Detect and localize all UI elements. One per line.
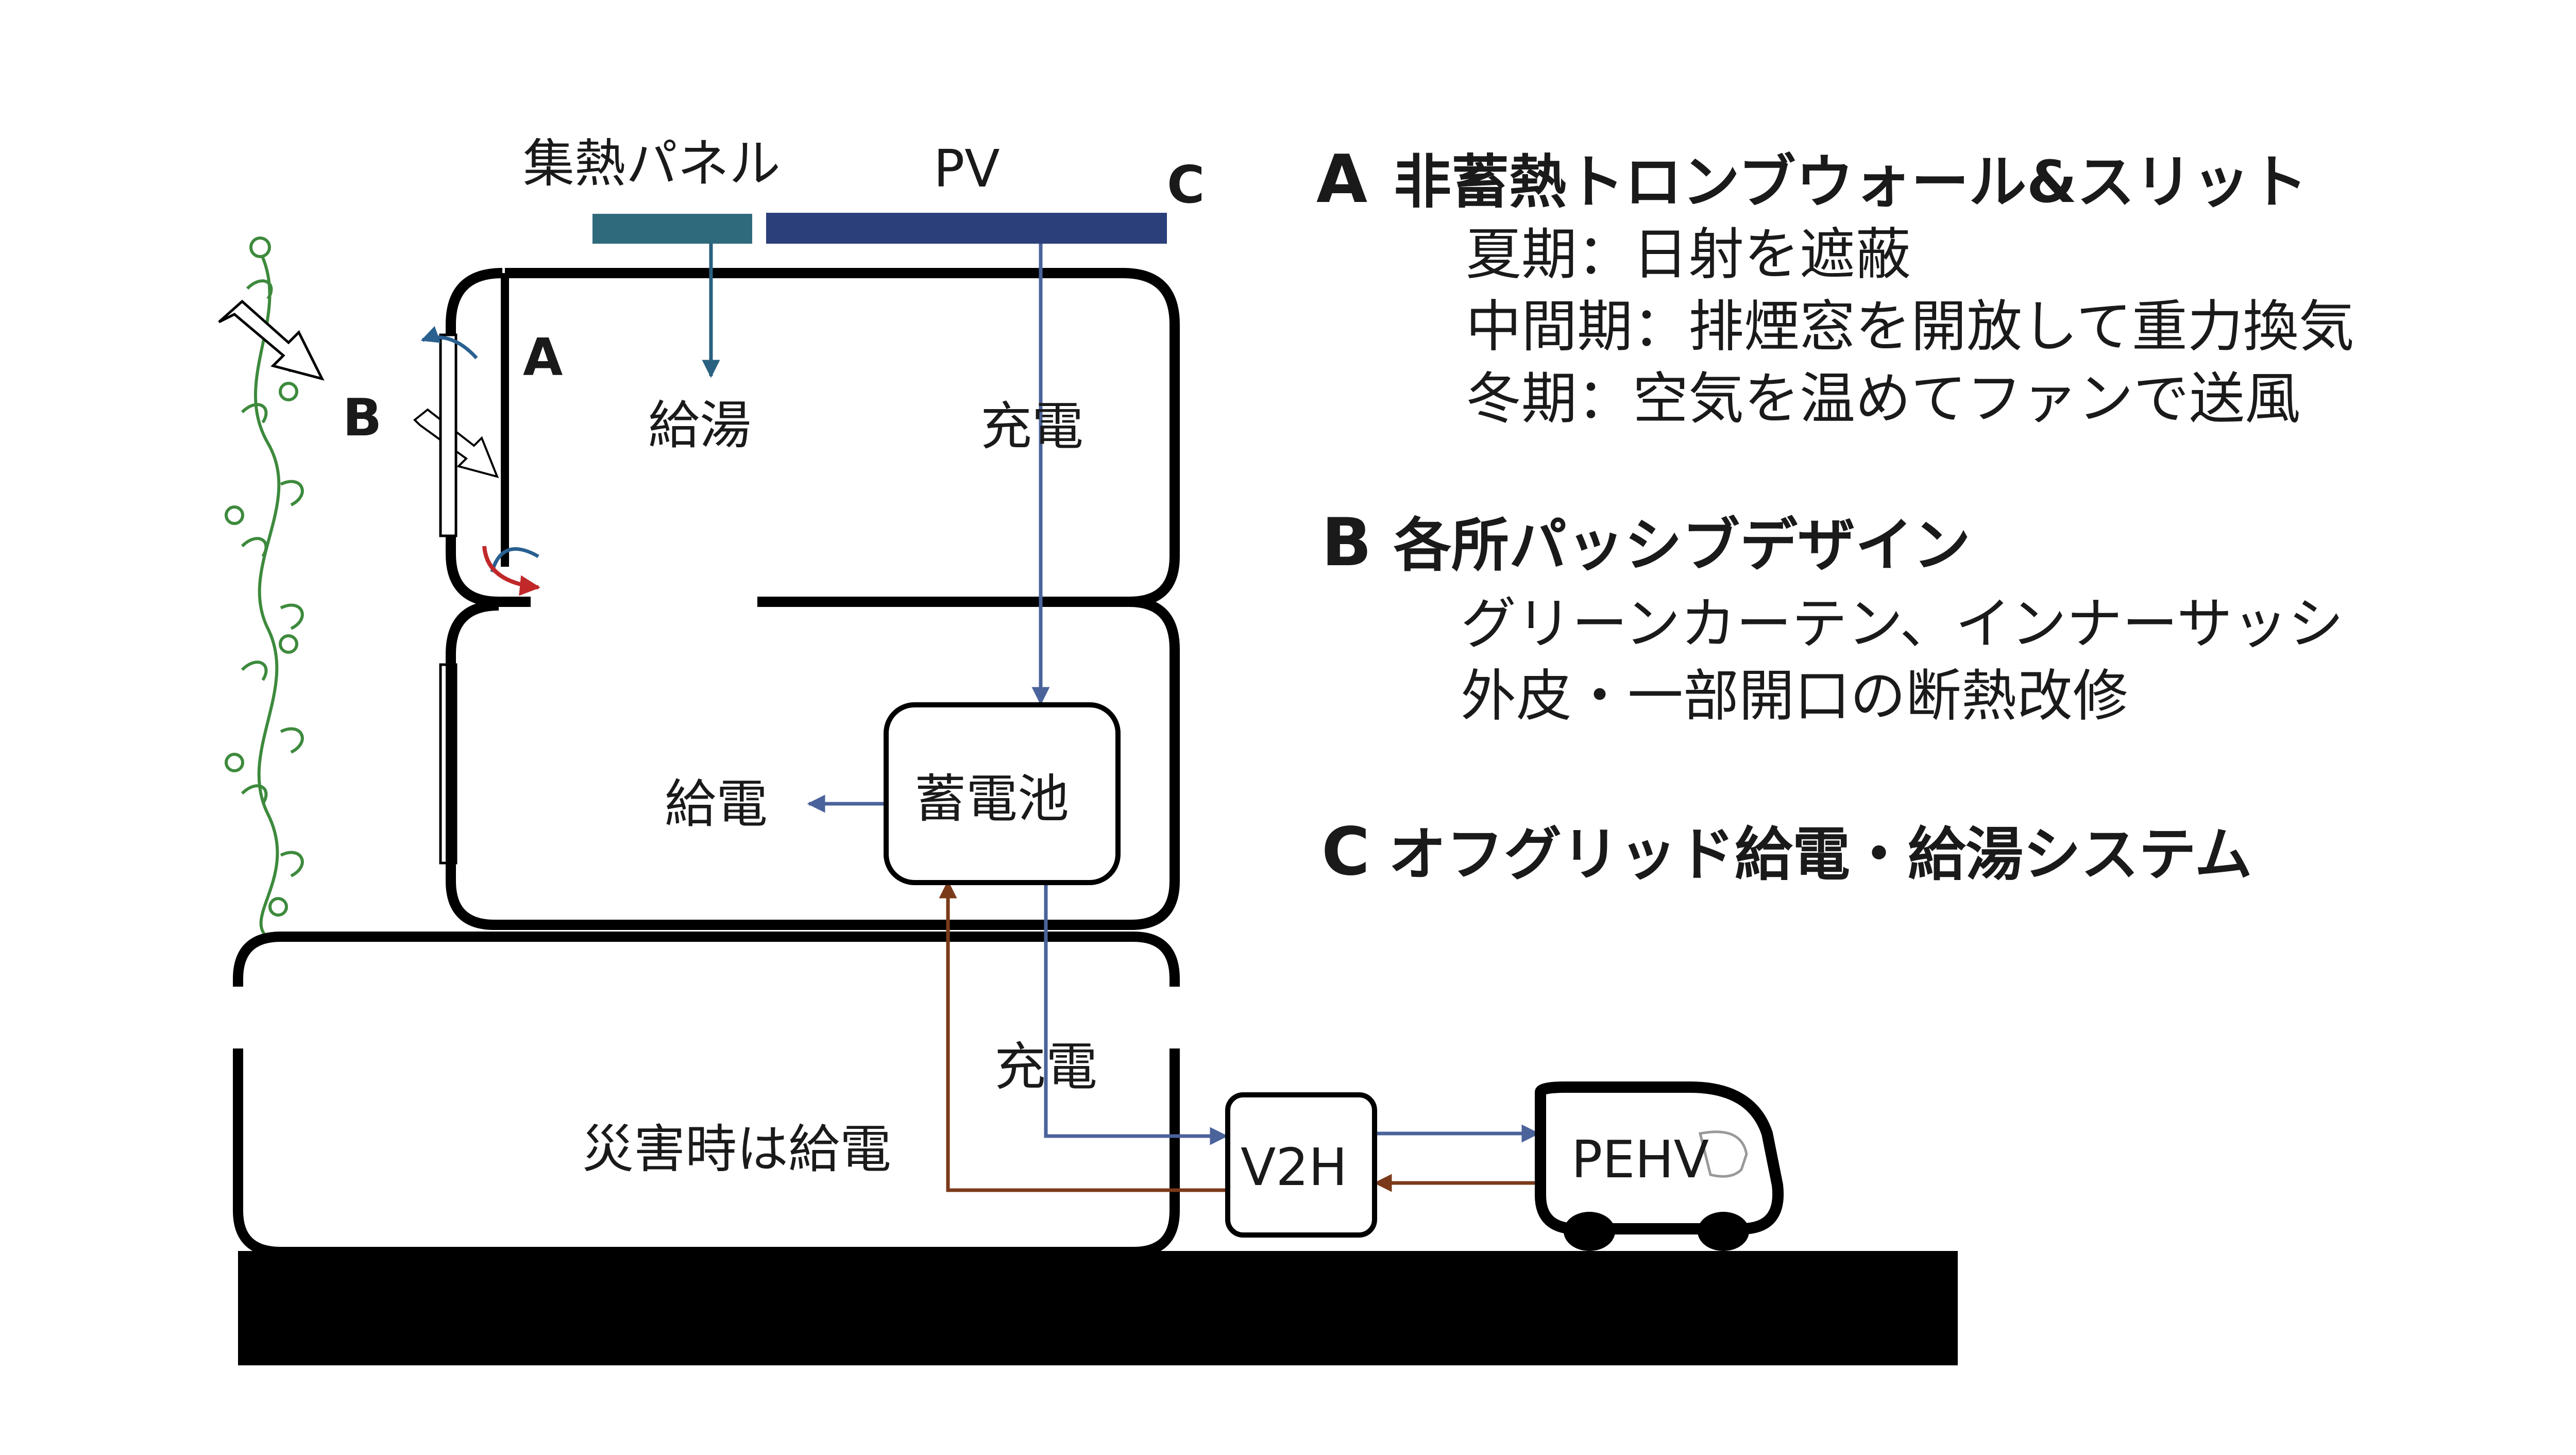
vehicle-label: PEHV: [1571, 1129, 1709, 1190]
battery-label: 蓄電池: [914, 769, 1069, 829]
battery-box: [884, 702, 1121, 885]
ground-bar: [238, 1251, 1958, 1365]
building-middle-floor: [446, 597, 1180, 930]
hot-water-label: 給湯: [648, 395, 751, 455]
window-upper: [439, 333, 457, 537]
charge-label-bottom: 充電: [994, 1037, 1097, 1097]
vehicle: [1535, 1081, 1784, 1251]
legend-b-letter: B: [1321, 504, 1372, 581]
legend-b-title: 各所パッシブデザイン: [1394, 512, 1971, 579]
disaster-supply-label: 災害時は給電: [582, 1119, 891, 1179]
legend-a-line: 夏期：日射を遮蔽: [1466, 223, 1911, 287]
v2h-box: [1225, 1092, 1377, 1238]
pv-panel: [766, 213, 1167, 244]
sunlight-arrow-outer: [218, 299, 325, 381]
solar-thermal-collector: [592, 214, 752, 244]
marker-b: B: [343, 387, 382, 448]
power-supply-label: 給電: [665, 774, 768, 834]
legend-a-title: 非蓄熱トロンブウォール&スリット: [1394, 149, 2308, 216]
legend-a-line: 冬期：空気を温めてファンで送風: [1466, 367, 2301, 431]
legend-c-title: オフグリッド給電・給湯システム: [1388, 821, 2252, 888]
vent-flow-warm: [482, 546, 540, 596]
legend-a-letter: A: [1316, 141, 1368, 218]
legend-b-line: グリーンカーテン、インナーサッシ: [1461, 592, 2344, 656]
building-lower-floor: [233, 932, 1180, 1257]
collector-label: 集熱パネル: [523, 133, 781, 194]
legend-a-line: 中間期：排煙窓を開放して重力換気: [1466, 295, 2354, 359]
battery-to-v2h-arrow: [1044, 885, 1228, 1145]
v2h-to-battery-arrow: [939, 880, 1226, 1192]
charge-label-top: 充電: [980, 396, 1083, 456]
vent-flow-cool: [490, 547, 539, 572]
v2h-label: V2H: [1241, 1137, 1347, 1197]
legend-c-letter: C: [1321, 814, 1370, 890]
legend-b-line: 外皮・一部開口の断熱改修: [1461, 664, 2129, 729]
marker-a: A: [523, 327, 563, 387]
pv-label: PV: [934, 139, 1000, 199]
vent-flow-top: [420, 326, 478, 360]
marker-c: C: [1167, 155, 1205, 215]
